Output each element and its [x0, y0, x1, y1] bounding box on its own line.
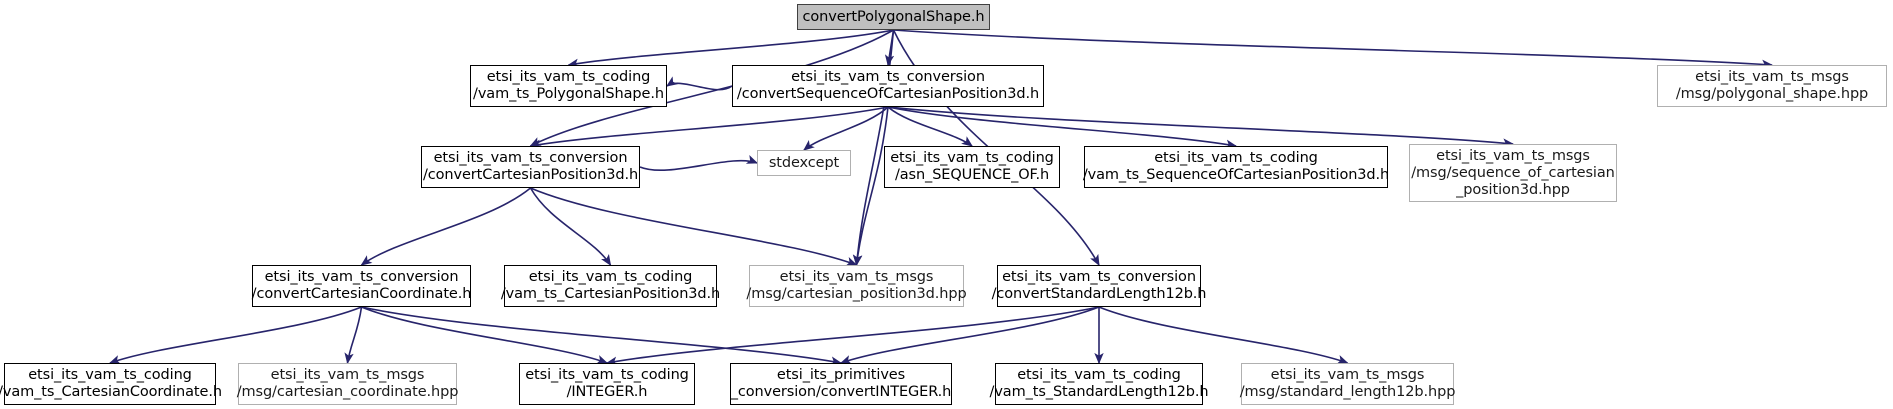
graph-node-label-line: etsi_its_vam_ts_conversion	[264, 269, 459, 285]
graph-edge	[108, 306, 362, 365]
graph-edge	[567, 29, 894, 68]
graph-node-label-line: /msg/cartesian_position3d.hpp	[746, 286, 967, 302]
graph-node[interactable]: etsi_its_vam_ts_coding/INTEGER.h	[519, 363, 695, 405]
graph-node-label-line: etsi_its_vam_ts_coding	[528, 269, 693, 285]
graph-edge	[605, 306, 1100, 366]
graph-edge	[529, 187, 612, 266]
graph-node-label-line: /convertCartesianCoordinate.h	[251, 286, 472, 302]
graph-edge	[639, 154, 759, 171]
graph-edge	[361, 306, 843, 366]
graph-node[interactable]: etsi_its_vam_ts_msgs/msg/cartesian_posit…	[746, 265, 967, 307]
graph-node-label-line: /convertStandardLength12b.h	[991, 286, 1207, 302]
graph-node[interactable]: etsi_its_vam_ts_coding/asn_SEQUENCE_OF.h	[884, 146, 1060, 188]
graph-node-label-line: /vam_ts_StandardLength12b.h	[989, 384, 1209, 400]
graph-node-label-line: /msg/cartesian_coordinate.hpp	[236, 384, 459, 400]
graph-node-label-line: etsi_its_vam_ts_coding	[486, 69, 651, 85]
graph-node-label-line: etsi_its_vam_ts_msgs	[270, 367, 425, 383]
graph-node-label-line: /asn_SEQUENCE_OF.h	[894, 167, 1050, 183]
graph-node-label-line: /INTEGER.h	[566, 384, 648, 400]
graph-node[interactable]: etsi_its_vam_ts_msgs/msg/sequence_of_car…	[1409, 144, 1617, 202]
graph-node-label-line: /convertSequenceOfCartesianPosition3d.h	[736, 86, 1040, 102]
graph-node-label-line: /vam_ts_PolygonalShape.h	[473, 86, 664, 102]
graph-edge	[887, 106, 973, 147]
graph-node-label-line: stdexcept	[768, 154, 840, 171]
graph-edge	[529, 106, 889, 149]
graph-node-label-line: /vam_ts_CartesianPosition3d.h	[500, 286, 721, 302]
graph-node[interactable]: etsi_its_vam_ts_coding/vam_ts_StandardLe…	[990, 363, 1209, 405]
graph-node[interactable]: etsi_its_vam_ts_msgs/msg/cartesian_coord…	[236, 363, 459, 405]
graph-node-label-line: etsi_its_vam_ts_coding	[1154, 150, 1318, 166]
graph-node-label-line: etsi_its_vam_ts_conversion	[433, 150, 628, 166]
graph-node-label-line: _conversion/convertINTEGER.h	[730, 384, 952, 400]
graph-edge	[887, 106, 1515, 148]
graph-edge	[344, 306, 363, 365]
graph-node-label-line: etsi_its_vam_ts_msgs	[1436, 147, 1590, 164]
graph-node[interactable]: etsi_its_vam_ts_conversion/convertCartes…	[421, 146, 640, 188]
graph-node[interactable]: etsi_its_primitives_conversion/convertIN…	[730, 363, 952, 405]
graph-node[interactable]: etsi_its_vam_ts_msgs/msg/standard_length…	[1239, 363, 1456, 405]
graph-node[interactable]: etsi_its_vam_ts_coding/vam_ts_PolygonalS…	[470, 65, 667, 107]
graph-node-label-line: convertPolygonalShape.h	[802, 8, 985, 25]
graph-node-label-line: etsi_its_vam_ts_coding	[890, 150, 1054, 166]
graph-node[interactable]: etsi_its_vam_ts_coding/vam_ts_CartesianP…	[500, 265, 721, 307]
graph-edge	[884, 29, 895, 67]
graph-edge	[1098, 306, 1349, 365]
graph-node-label-line: /msg/sequence_of_cartesian	[1411, 164, 1615, 181]
graph-node-label-line: /vam_ts_CartesianCoordinate.h	[0, 384, 222, 400]
graph-edge	[361, 306, 609, 364]
graph-edge	[893, 29, 1774, 70]
graph-node-label-line: etsi_its_vam_ts_msgs	[1270, 367, 1425, 383]
graph-node-label-line: etsi_its_vam_ts_msgs	[1695, 69, 1849, 85]
graph-node-label-line: etsi_its_vam_ts_msgs	[779, 269, 934, 285]
graph-edge	[803, 106, 889, 151]
graph-node-label-line: etsi_its_vam_ts_coding	[1017, 367, 1181, 383]
graph-node-label-line: etsi_its_vam_ts_coding	[525, 367, 689, 383]
graph-node[interactable]: stdexcept	[757, 150, 851, 176]
graph-edge	[839, 306, 1100, 365]
graph-node-label-line: /convertCartesianPosition3d.h	[422, 167, 639, 183]
graph-node-label-line: /msg/standard_length12b.hpp	[1239, 384, 1456, 400]
graph-node[interactable]: etsi_its_vam_ts_msgs/msg/polygonal_shape…	[1657, 65, 1887, 107]
graph-node[interactable]: etsi_its_vam_ts_conversion/convertSequen…	[732, 65, 1044, 107]
graph-edge	[887, 106, 1238, 149]
graph-node[interactable]: etsi_its_vam_ts_coding/vam_ts_SequenceOf…	[1082, 146, 1390, 188]
graph-edge	[666, 76, 733, 91]
graph-node[interactable]: etsi_its_vam_ts_coding/vam_ts_CartesianC…	[0, 363, 222, 405]
graph-node-label-line: /vam_ts_SequenceOfCartesianPosition3d.h	[1082, 167, 1390, 183]
graph-node-label-line: /msg/polygonal_shape.hpp	[1675, 86, 1869, 102]
graph-edge	[360, 187, 532, 266]
graph-node-label-line: etsi_its_vam_ts_conversion	[791, 69, 985, 85]
graph-node-label-line: _position3d.hpp	[1456, 181, 1570, 198]
graph-node-label-line: etsi_its_vam_ts_coding	[28, 367, 192, 383]
graph-edge	[530, 187, 858, 266]
graph-node[interactable]: etsi_its_vam_ts_conversion/convertCartes…	[252, 265, 471, 307]
graph-node-root[interactable]: convertPolygonalShape.h	[797, 4, 990, 30]
graph-node[interactable]: etsi_its_vam_ts_conversion/convertStanda…	[992, 265, 1207, 307]
graph-node-label-line: etsi_its_vam_ts_conversion	[1002, 269, 1196, 285]
graph-node-label-line: etsi_its_primitives	[776, 367, 906, 383]
